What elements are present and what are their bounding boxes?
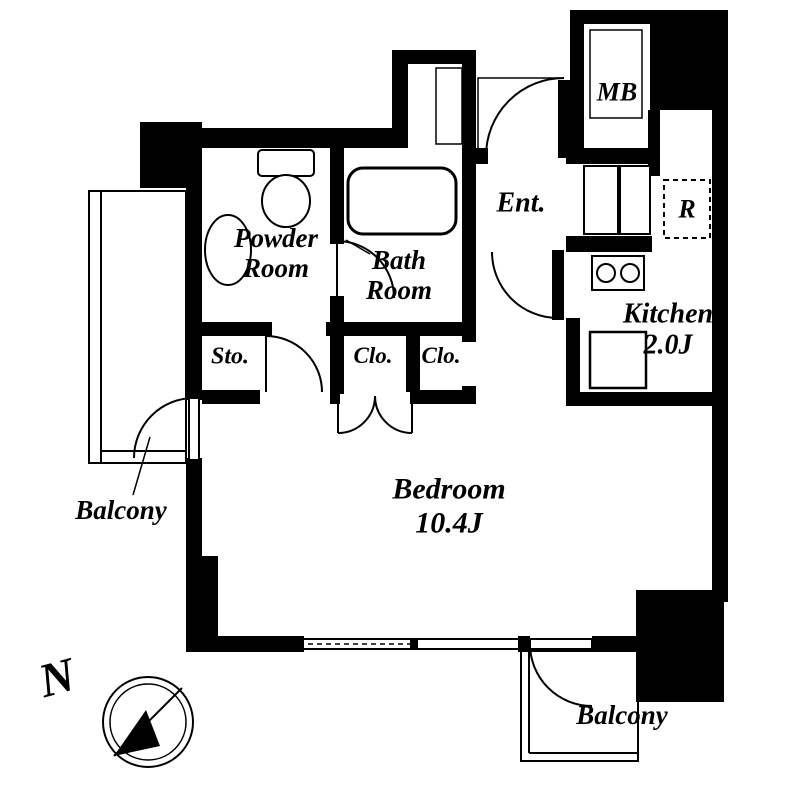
balcony-left-door-leaf <box>188 397 200 461</box>
wall-segment <box>406 336 420 392</box>
wall-segment <box>186 186 202 400</box>
label-refrigerator: R <box>678 194 696 224</box>
wall-segment <box>566 236 652 252</box>
wall-segment <box>186 128 408 148</box>
balcony-railing <box>88 190 187 464</box>
closet-door-arc <box>337 395 376 434</box>
wall-segment <box>650 10 728 110</box>
wall-segment <box>392 50 476 64</box>
stove-burner-icon <box>620 263 640 283</box>
toilet-icon <box>257 149 315 177</box>
bathtub-icon <box>346 166 458 236</box>
hall-door-arc <box>491 251 559 319</box>
wall-segment <box>648 110 660 176</box>
wall-segment <box>566 318 580 400</box>
label-kitchen: Kitchen 2.0J <box>622 298 714 361</box>
compass-needle <box>114 710 160 756</box>
label-balcony-bottom: Balcony <box>576 699 668 730</box>
wall-segment <box>410 390 476 404</box>
label-closet-left: Clo. <box>353 343 393 369</box>
compass-inner-ring <box>109 683 187 761</box>
wall-segment <box>326 322 476 336</box>
shoe-cabinet-icon <box>619 165 651 235</box>
hall-door-leaf <box>552 250 564 320</box>
stove-icon <box>591 255 645 291</box>
toilet-icon <box>261 174 311 228</box>
wall-segment <box>330 148 344 244</box>
wall-segment <box>330 336 344 394</box>
label-bath-room: Bath Room <box>365 244 433 305</box>
wall-segment <box>566 392 712 406</box>
wall-segment <box>202 390 260 404</box>
entrance-door-leaf <box>558 80 570 158</box>
label-storage: Sto. <box>210 343 250 370</box>
porch-outline <box>477 77 560 150</box>
label-closet-right: Clo. <box>421 343 461 369</box>
label-balcony-left: Balcony <box>75 494 167 525</box>
compass-icon <box>102 676 194 768</box>
wall-segment <box>636 590 724 702</box>
wall-segment <box>202 636 304 652</box>
compass-needle-axis <box>113 687 183 757</box>
compass-outer-ring <box>102 676 194 768</box>
wall-segment <box>570 10 584 164</box>
wall-segment <box>518 636 530 652</box>
balcony-leader-line <box>132 436 151 496</box>
wall-segment <box>462 50 476 150</box>
stove-burner-icon <box>596 263 616 283</box>
wall-segment <box>202 322 272 336</box>
label-meter-box: MB <box>596 77 638 107</box>
shoe-cabinet-icon <box>583 165 619 235</box>
wall-segment <box>462 148 476 342</box>
balcony-left-door-arc <box>133 397 195 459</box>
wall-segment <box>566 148 654 164</box>
balcony-bottom-door-arc <box>529 643 593 707</box>
window-latch <box>410 639 418 649</box>
wall-segment <box>392 50 408 148</box>
closet-door-arc <box>374 395 413 434</box>
entrance-door-arc <box>485 77 565 157</box>
label-entrance: Ent. <box>496 187 546 219</box>
wall-segment <box>592 636 640 652</box>
label-north: N <box>33 647 81 709</box>
wall-segment <box>570 10 656 24</box>
label-bedroom: Bedroom 10.4J <box>392 472 506 539</box>
balcony-bottom-door-leaf <box>529 638 593 650</box>
wall-segment <box>712 110 728 602</box>
label-powder-room: Powder Room <box>234 222 318 283</box>
wall-segment <box>330 390 340 404</box>
pipe-space-outline <box>435 67 463 145</box>
storage-door-arc <box>265 335 323 393</box>
wall-segment <box>476 148 488 164</box>
